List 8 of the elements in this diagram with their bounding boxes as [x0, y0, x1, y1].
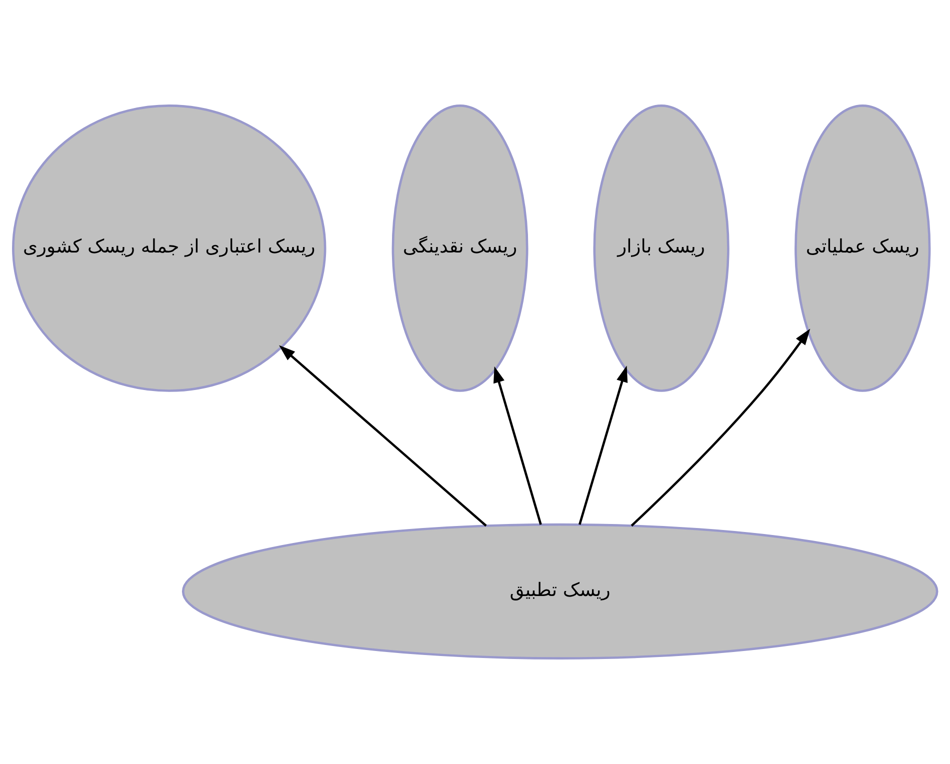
node-ellipse: ریسک نقدینگی — [392, 104, 528, 392]
node-circle: ریسک اعتباری از جمله ریسک کشوری — [12, 104, 326, 392]
arrow — [279, 345, 487, 527]
node-ellipse: ریسک بازار — [593, 104, 730, 392]
arrow — [630, 328, 810, 527]
arrow — [578, 366, 628, 525]
arrow — [494, 366, 542, 525]
node-ellipse: ریسک تطبیق — [182, 523, 938, 660]
